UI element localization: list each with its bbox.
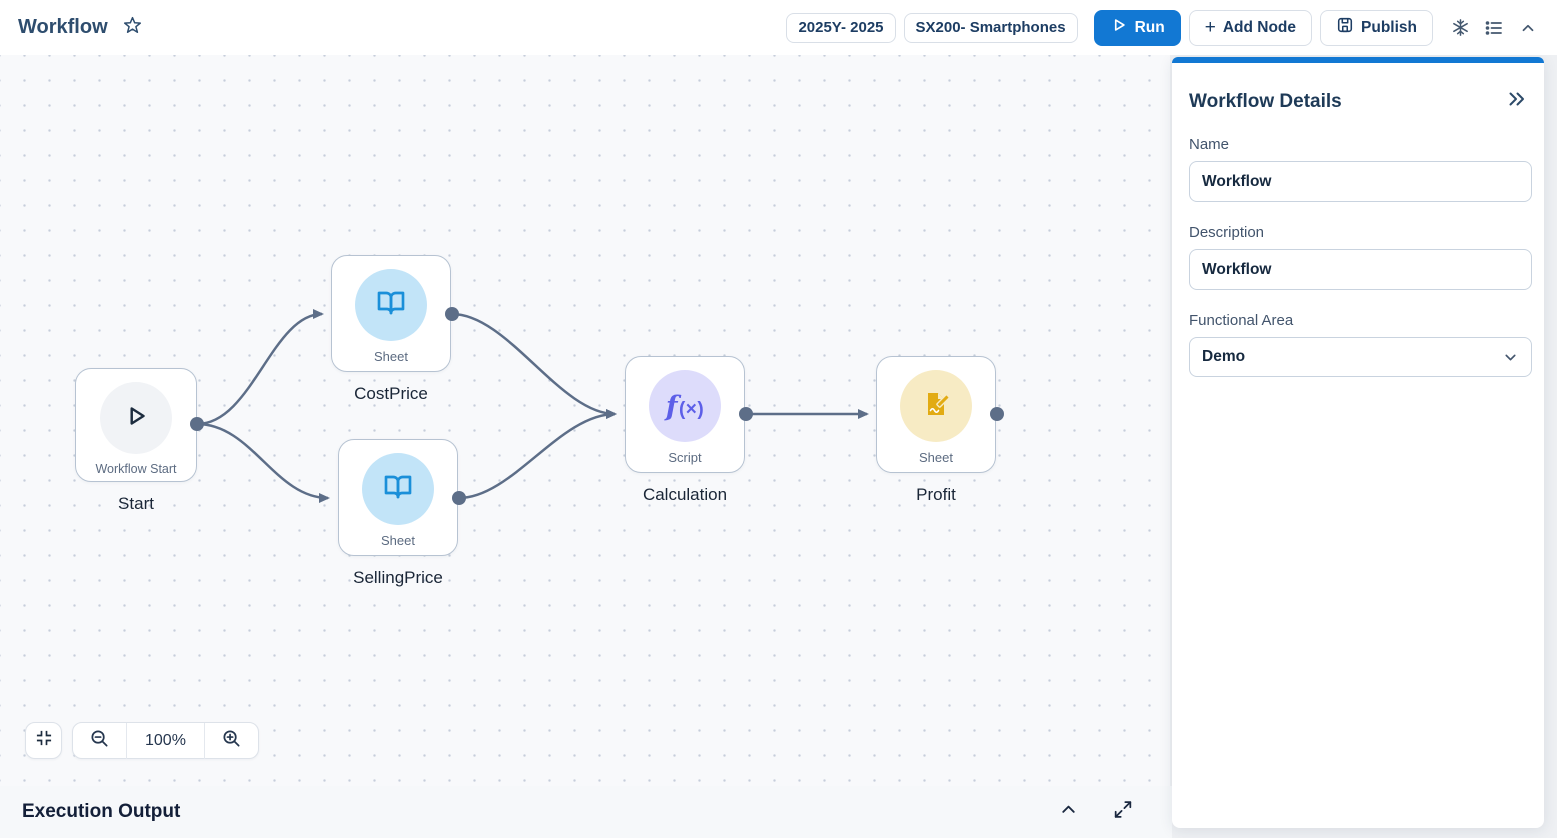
node-name-label: Calculation	[643, 485, 727, 505]
description-field-label: Description	[1189, 224, 1527, 241]
workflow-details-panel: Workflow Details Name Description Functi…	[1172, 57, 1544, 828]
run-button[interactable]: Run	[1094, 10, 1181, 46]
node-sellingprice-card[interactable]: Sheet	[338, 439, 458, 556]
book-open-icon	[382, 471, 414, 508]
node-calculation-card[interactable]: f(×) Script	[625, 356, 745, 473]
execution-output-bar: Execution Output	[0, 786, 1172, 838]
run-button-label: Run	[1135, 19, 1165, 37]
book-open-icon	[375, 287, 407, 324]
collapse-panel-button[interactable]	[1058, 799, 1079, 825]
functional-area-field-label: Functional Area	[1189, 312, 1527, 329]
publish-button-label: Publish	[1361, 19, 1417, 37]
zoom-in-icon	[221, 728, 242, 754]
double-chevron-right-icon	[1507, 89, 1527, 114]
save-icon	[1336, 16, 1354, 39]
zoom-out-button[interactable]	[73, 723, 126, 758]
fit-view-icon	[34, 728, 54, 753]
top-toolbar: Workflow 2025Y- 2025 SX200- Smartphones …	[0, 0, 1557, 55]
panel-title: Workflow Details	[1189, 91, 1342, 113]
chevron-down-icon	[1502, 349, 1519, 366]
node-name-label: Profit	[916, 485, 956, 505]
node-profit: Sheet Profit	[876, 356, 996, 505]
edge-sellingprice-calculation	[459, 414, 615, 498]
list-icon[interactable]	[1481, 15, 1507, 41]
star-icon	[122, 15, 143, 41]
document-edit-icon	[920, 388, 952, 425]
chevron-up-icon[interactable]	[1515, 15, 1541, 41]
node-sellingprice-circle	[362, 453, 434, 525]
year-badge[interactable]: 2025Y- 2025	[786, 13, 895, 43]
node-type-label: Sheet	[919, 450, 953, 465]
workflow-canvas[interactable]: Workflow Start Start Sheet CostPrice	[0, 55, 1170, 786]
publish-button[interactable]: Publish	[1320, 10, 1433, 46]
zoom-level: 100%	[127, 732, 204, 750]
edge-costprice-calculation	[452, 314, 615, 414]
node-start-circle	[100, 382, 172, 454]
node-profit-card[interactable]: Sheet	[876, 356, 996, 473]
node-type-label: Sheet	[374, 349, 408, 364]
node-name-label: SellingPrice	[353, 568, 443, 588]
add-node-button-label: Add Node	[1223, 19, 1296, 37]
execution-output-title: Execution Output	[22, 801, 180, 823]
page-title: Workflow	[18, 16, 108, 39]
product-badge[interactable]: SX200- Smartphones	[904, 13, 1078, 43]
expand-diagonal-icon	[1112, 799, 1134, 826]
functional-area-value: Demo	[1202, 348, 1245, 366]
snowflake-icon[interactable]	[1447, 15, 1473, 41]
node-profit-circle	[900, 370, 972, 442]
collapse-sidebar-button[interactable]	[1507, 89, 1527, 114]
name-field-label: Name	[1189, 136, 1527, 153]
function-fx-icon: f(×)	[666, 391, 704, 422]
add-node-button[interactable]: + Add Node	[1189, 10, 1312, 46]
node-start-card[interactable]: Workflow Start	[75, 368, 197, 482]
node-costprice-card[interactable]: Sheet	[331, 255, 451, 372]
node-costprice: Sheet CostPrice	[331, 255, 451, 404]
functional-area-select[interactable]: Demo	[1189, 337, 1532, 377]
node-type-label: Workflow Start	[95, 462, 176, 476]
edge-start-costprice	[197, 314, 322, 424]
node-name-label: CostPrice	[354, 384, 428, 404]
fit-view-button[interactable]	[25, 722, 62, 759]
node-name-label: Start	[118, 494, 154, 514]
chevron-up-icon	[1058, 799, 1079, 825]
plus-icon: +	[1205, 18, 1216, 37]
edge-start-sellingprice	[197, 424, 328, 498]
zoom-controls: 100%	[72, 722, 259, 759]
node-calculation: f(×) Script Calculation	[625, 356, 745, 505]
node-type-label: Sheet	[381, 533, 415, 548]
zoom-out-icon	[89, 728, 110, 754]
favorite-button[interactable]	[122, 15, 143, 41]
node-start: Workflow Start Start	[75, 368, 197, 514]
description-input[interactable]	[1189, 249, 1532, 290]
name-input[interactable]	[1189, 161, 1532, 202]
expand-panel-button[interactable]	[1112, 799, 1134, 826]
zoom-in-button[interactable]	[205, 723, 258, 758]
toolbar-actions: 2025Y- 2025 SX200- Smartphones Run + Add…	[786, 10, 1541, 46]
node-costprice-circle	[355, 269, 427, 341]
play-icon	[1110, 16, 1128, 39]
node-calculation-circle: f(×)	[649, 370, 721, 442]
play-outline-icon	[121, 401, 151, 436]
node-type-label: Script	[668, 450, 701, 465]
node-sellingprice: Sheet SellingPrice	[338, 439, 458, 588]
